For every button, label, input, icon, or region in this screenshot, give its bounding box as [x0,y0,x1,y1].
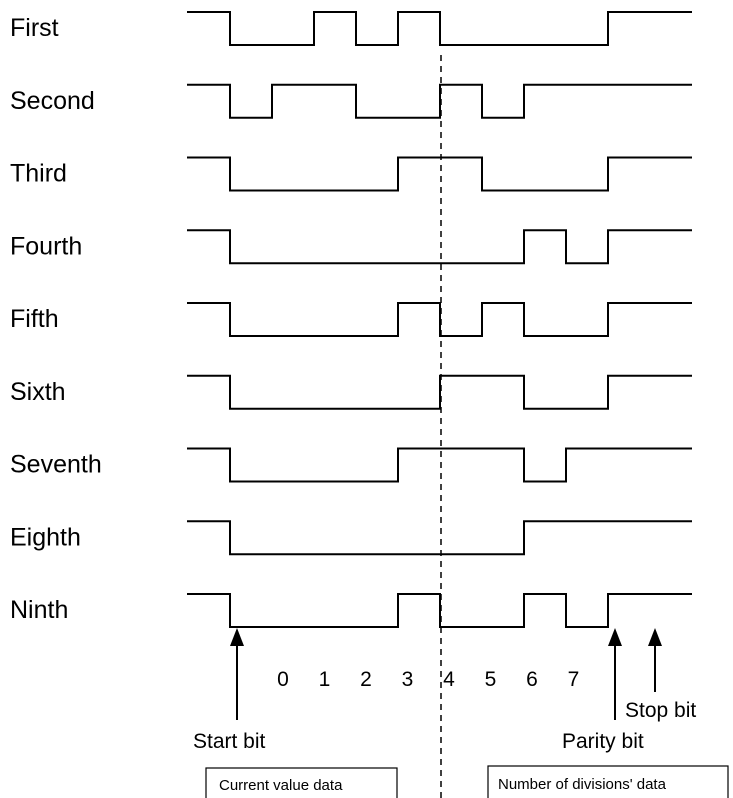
divisions-box-label: Number of divisions' data [498,776,667,793]
signal-waveform [187,520,692,556]
bit-number-label: 0 [277,668,289,691]
signal-row: Seventh [10,447,692,483]
signal-row: Second [10,83,692,119]
signal-waveform [187,374,692,410]
parity-bit-label: Parity bit [562,730,644,753]
current-value-box [205,767,398,798]
signal-row: First [10,11,692,46]
row-label: Eighth [10,523,81,551]
row-label: Seventh [10,451,102,479]
signal-row: Sixth [10,374,692,410]
bit-number-label: 1 [319,668,331,691]
bit-number-label: 5 [485,668,497,691]
signal-row: Fourth [10,229,692,265]
signal-waveform [187,302,692,337]
bit-number-labels: 0 1 2 3 4 5 6 7 [277,668,579,691]
stop-bit-label: Stop bit [625,699,696,722]
signal-waveform [187,11,692,46]
signal-waveform [187,156,692,192]
signal-waveform [187,447,692,483]
signal-rows: FirstSecondThirdFourthFifthSixthSeventhE… [10,11,692,628]
row-label: First [10,14,59,42]
bit-number-label: 3 [402,668,414,691]
row-label: Fourth [10,232,82,260]
stop-bit-arrow [648,628,662,692]
bit-number-label: 6 [526,668,538,691]
row-label: Third [10,160,67,188]
signal-row: Eighth [10,520,692,556]
signal-row: Ninth [10,593,692,628]
parity-bit-arrow [608,628,622,720]
row-label: Sixth [10,378,66,406]
row-label: Second [10,87,95,115]
row-label: Ninth [10,596,68,624]
bit-number-label: 4 [443,668,455,691]
current-value-box-label: Current value data [219,777,343,794]
signal-waveform [187,229,692,265]
row-label: Fifth [10,305,59,333]
signal-row: Third [10,156,692,192]
start-bit-label: Start bit [193,730,266,753]
divisions-box [487,765,729,798]
signal-waveform [187,593,692,628]
signal-waveform [187,83,692,119]
start-bit-arrow [230,628,244,720]
bit-number-label: 2 [360,668,372,691]
signal-row: Fifth [10,302,692,337]
bit-number-label: 7 [568,668,580,691]
